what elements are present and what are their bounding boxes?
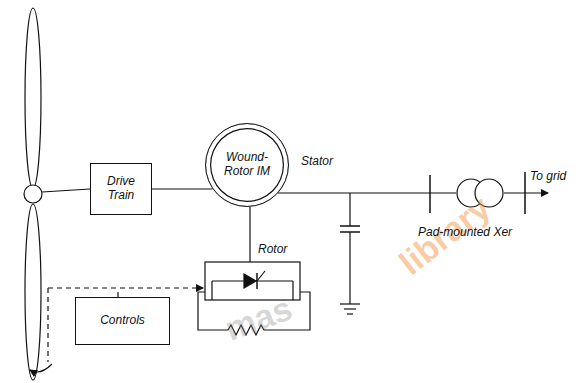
- ground-symbol: [344, 308, 356, 309]
- rotor-wire: [249, 207, 250, 262]
- ground-symbol: [340, 303, 360, 304]
- capacitor-wire: [349, 232, 350, 304]
- ground-symbol: [347, 313, 353, 314]
- part-label: To grid: [530, 170, 566, 184]
- process-box: Controls: [75, 297, 170, 345]
- blade: [25, 204, 41, 380]
- generator-circle: Wound-Rotor IM: [205, 123, 289, 207]
- control-signal: [48, 288, 203, 362]
- node-text: Controls: [100, 314, 145, 328]
- shaft-connector: [152, 188, 213, 189]
- part-label: Stator: [301, 155, 333, 169]
- node-text: Drive Train: [95, 175, 147, 203]
- pitch-arrow: [30, 364, 52, 372]
- node-text: Wound-Rotor IM: [217, 151, 277, 179]
- part-label: Pad-mounted Xer: [418, 226, 512, 240]
- process-box: Drive Train: [90, 163, 152, 215]
- bus-bar: [524, 172, 526, 214]
- part-label: Rotor: [258, 243, 287, 257]
- blade: [25, 8, 41, 188]
- grid-wire: [504, 192, 548, 193]
- thyristor-gate: [257, 271, 265, 281]
- bus-bar: [429, 175, 431, 213]
- hub: [24, 185, 42, 203]
- capacitor-wire: [349, 193, 350, 226]
- thyristor-symbol: [244, 274, 256, 288]
- capacitor-plate: [340, 225, 360, 227]
- shaft: [42, 189, 90, 192]
